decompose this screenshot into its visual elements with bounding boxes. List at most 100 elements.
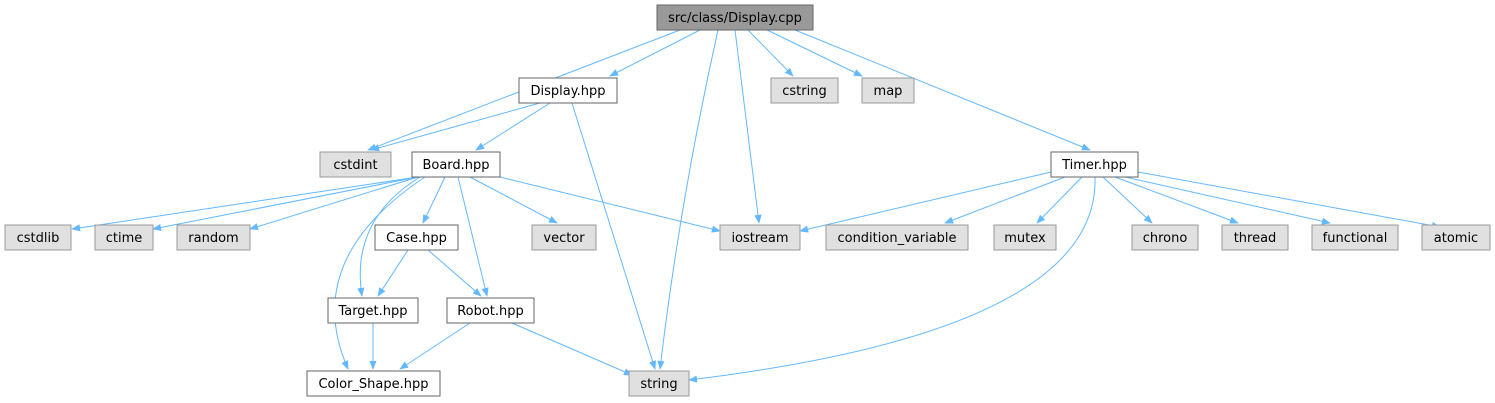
- node-atomic: atomic: [1421, 224, 1491, 251]
- node-box: [861, 77, 915, 104]
- node-box: [1050, 151, 1139, 178]
- node-box: [719, 224, 801, 251]
- node-label: map: [874, 84, 903, 99]
- node-label: thread: [1234, 231, 1277, 246]
- edge-timer_hpp-to-mutex: [1036, 176, 1083, 224]
- node-vector: vector: [531, 224, 597, 251]
- edge-timer_hpp-to-chrono: [1102, 176, 1153, 224]
- edge-case_hpp-to-target_hpp: [377, 249, 409, 297]
- edge-board_hpp-to-color_shape_hpp: [334, 176, 426, 370]
- edge-case_hpp-to-robot_hpp: [427, 249, 482, 297]
- node-label: atomic: [1434, 231, 1478, 246]
- node-label: Robot.hpp: [457, 304, 524, 319]
- edge-robot_hpp-to-color_shape_hpp: [399, 322, 471, 370]
- node-box: [374, 224, 459, 251]
- node-box: [306, 370, 441, 397]
- node-iostream: iostream: [719, 224, 801, 251]
- node-box: [446, 297, 535, 324]
- node-label: cstdint: [333, 158, 377, 173]
- node-label: Case.hpp: [386, 231, 447, 246]
- node-label: Target.hpp: [337, 304, 407, 319]
- node-box: [531, 224, 597, 251]
- edge-robot_hpp-to-string: [511, 322, 633, 376]
- node-box: [327, 297, 419, 324]
- node-cstdlib: cstdlib: [4, 224, 72, 251]
- node-label: iostream: [731, 231, 788, 246]
- edge-board_hpp-to-ctime: [152, 176, 419, 231]
- edge-timer_hpp-to-string: [688, 176, 1096, 383]
- node-box: [1221, 224, 1289, 251]
- node-box: [319, 151, 392, 178]
- node-label: src/class/Display.cpp: [668, 11, 802, 26]
- node-condition-variable: condition_variable: [825, 224, 969, 251]
- edge-display_hpp-to-cstdint: [370, 102, 541, 152]
- edge-board_hpp-to-iostream: [499, 176, 721, 233]
- node-label: ctime: [106, 231, 143, 246]
- node-box: [176, 224, 251, 251]
- node-color-shape-hpp[interactable]: Color_Shape.hpp: [306, 370, 441, 397]
- edge-board_hpp-to-case_hpp: [422, 176, 446, 224]
- edge-display_cpp-to-iostream: [734, 29, 762, 224]
- edge-display_cpp-to-map: [766, 29, 863, 77]
- node-label: Board.hpp: [422, 158, 489, 173]
- node-board-hpp[interactable]: Board.hpp: [411, 151, 501, 178]
- node-box: [656, 4, 814, 31]
- node-label: Timer.hpp: [1061, 158, 1127, 173]
- edge-board_hpp-to-robot_hpp: [457, 176, 489, 297]
- node-label: chrono: [1143, 231, 1188, 246]
- edge-timer_hpp-to-condition_variable: [944, 176, 1066, 224]
- node-box: [628, 370, 690, 397]
- node-robot-hpp[interactable]: Robot.hpp: [446, 297, 535, 324]
- edge-display_cpp-to-cstring: [747, 29, 794, 77]
- node-mutex: mutex: [993, 224, 1057, 251]
- node-label: cstdlib: [17, 231, 60, 246]
- node-box: [1131, 224, 1199, 251]
- edge-timer_hpp-to-thread: [1114, 176, 1239, 224]
- node-display-cpp[interactable]: src/class/Display.cpp: [656, 4, 814, 31]
- node-label: vector: [543, 231, 585, 246]
- edge-board_hpp-to-random: [249, 176, 419, 231]
- node-box: [993, 224, 1057, 251]
- node-functional: functional: [1311, 224, 1399, 251]
- node-display-hpp[interactable]: Display.hpp: [518, 77, 618, 104]
- edge-board_hpp-to-vector: [469, 176, 558, 224]
- node-box: [1311, 224, 1399, 251]
- node-string: string: [628, 370, 690, 397]
- edge-display_hpp-to-board_hpp: [475, 102, 551, 151]
- node-thread: thread: [1221, 224, 1289, 251]
- node-box: [518, 77, 618, 104]
- node-case-hpp[interactable]: Case.hpp: [374, 224, 459, 251]
- node-box: [770, 77, 839, 104]
- node-cstdint: cstdint: [319, 151, 392, 178]
- edge-timer_hpp-to-functional: [1124, 176, 1331, 225]
- node-cstring: cstring: [770, 77, 839, 104]
- node-label: condition_variable: [837, 231, 956, 246]
- edge-display_hpp-to-string: [571, 102, 657, 370]
- node-box: [4, 224, 72, 251]
- edge-timer_hpp-to-atomic: [1137, 171, 1441, 230]
- node-ctime: ctime: [94, 224, 154, 251]
- node-label: random: [188, 231, 238, 246]
- node-label: Color_Shape.hpp: [318, 377, 428, 392]
- node-timer-hpp[interactable]: Timer.hpp: [1050, 151, 1139, 178]
- node-box: [94, 224, 154, 251]
- edge-display_cpp-to-string: [657, 29, 719, 370]
- edge-board_hpp-to-cstdlib: [71, 176, 419, 232]
- node-label: mutex: [1004, 231, 1046, 246]
- node-label: cstring: [782, 84, 826, 99]
- node-box: [1421, 224, 1491, 251]
- node-label: functional: [1323, 231, 1388, 246]
- edge-display_cpp-to-timer_hpp: [794, 29, 1091, 151]
- edge-board_hpp-to-target_hpp: [357, 176, 421, 297]
- node-box: [825, 224, 969, 251]
- node-box: [411, 151, 501, 178]
- node-target-hpp[interactable]: Target.hpp: [327, 297, 419, 324]
- node-random: random: [176, 224, 251, 251]
- edge-display_cpp-to-display_hpp: [609, 29, 701, 77]
- node-map: map: [861, 77, 915, 104]
- edge-timer_hpp-to-iostream: [799, 171, 1052, 233]
- node-label: string: [640, 377, 677, 392]
- node-label: Display.hpp: [531, 84, 606, 99]
